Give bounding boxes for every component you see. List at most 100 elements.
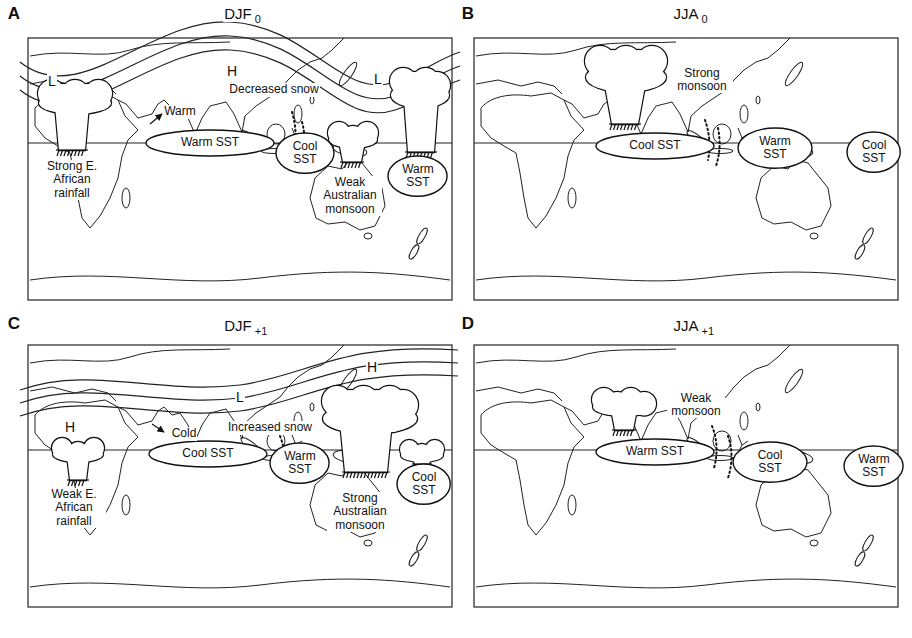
oval-outline (146, 130, 274, 156)
cloud (328, 122, 378, 162)
cloud (328, 122, 378, 162)
rain-hatch (68, 480, 70, 486)
season-title: JJA (672, 6, 699, 23)
cloud (611, 409, 637, 430)
jet-stream (20, 22, 460, 416)
rain-hatch (345, 162, 347, 168)
cloud (38, 80, 112, 150)
rain-hatch (350, 472, 352, 478)
sst-label: Warm SST (756, 135, 794, 161)
cloud (592, 388, 656, 436)
rain-hatch (57, 150, 59, 156)
season-subscript: 0 (701, 13, 709, 25)
cloud (67, 456, 89, 480)
cloud (585, 46, 667, 124)
temperature-arrow (152, 424, 164, 432)
sst-oval: Cool SST (148, 440, 268, 468)
rain-hatch (56, 150, 88, 156)
rain-hatch (364, 472, 366, 478)
sst-label: Warm SST (626, 445, 684, 458)
cloud (400, 440, 444, 464)
rain-hatch (343, 472, 345, 478)
pressure-center: H (64, 420, 76, 435)
rain-hatch (71, 150, 73, 156)
convection-cloud (38, 46, 667, 486)
panel-frame (28, 38, 452, 300)
sst-oval: Warm SST (387, 155, 448, 197)
pressure-center: L (373, 72, 383, 87)
sst-oval: Cool SST (396, 463, 451, 505)
rain-hatch (64, 150, 66, 156)
sst-label: Warm SST (855, 453, 893, 479)
panel-frame (474, 38, 898, 300)
cloud (585, 46, 667, 124)
oval-outline (738, 128, 812, 168)
rain-hatch (624, 430, 626, 436)
oval-outline (149, 441, 267, 467)
sst-label: Cool SST (751, 449, 789, 475)
rain-hatch (624, 124, 626, 130)
rain-hatch (612, 430, 636, 436)
coastline (476, 38, 896, 281)
monsoon-note: Strong Australian monsoon (327, 492, 393, 532)
dotted-convergence (716, 128, 720, 166)
cloud (592, 388, 656, 430)
coastline (30, 345, 450, 588)
rain-hatch (361, 472, 363, 478)
rain-hatch (82, 150, 84, 156)
rainfall-note: Strong E. African rainfall (40, 160, 104, 200)
sst-label: Cool SST (182, 447, 233, 460)
cloud (400, 440, 444, 464)
rain-hatch (82, 480, 84, 486)
jet-stream (20, 349, 458, 390)
rain-hatch (631, 430, 633, 436)
rainfall-note: Weak E. African rainfall (42, 488, 106, 528)
cloud (322, 386, 418, 478)
cloud (52, 438, 104, 480)
rain-hatch (352, 162, 354, 168)
panel-frame (28, 345, 452, 607)
cloud (52, 438, 104, 486)
pressure-center: L (235, 390, 245, 405)
sst-label: Cool SST (857, 139, 891, 165)
sst-label: Cool SST (288, 140, 322, 166)
equator-line (28, 143, 898, 450)
panel-letter: B (461, 5, 475, 24)
cloud (390, 68, 450, 152)
cloud (611, 409, 637, 430)
oval-outline (388, 156, 447, 196)
cloud (412, 457, 432, 465)
cloud (604, 81, 646, 125)
rain-hatch (72, 480, 74, 486)
oval-outline (397, 464, 450, 504)
oval-outline (844, 446, 903, 486)
dotted-convergence (712, 426, 717, 468)
rain-hatch (368, 472, 370, 478)
panel-frame (28, 38, 898, 607)
rain-hatch (617, 430, 619, 436)
sst-oval: Warm SST (269, 442, 330, 484)
rain-hatch (78, 150, 80, 156)
dotted-convergence (280, 112, 732, 478)
temperature-arrow (150, 114, 164, 432)
season-title: DJF (223, 6, 253, 23)
rain-hatch (348, 162, 350, 168)
cloud (328, 122, 378, 168)
cloud (340, 422, 392, 472)
oval-outline (270, 443, 329, 483)
rain-hatch (614, 124, 616, 130)
cloud (390, 68, 450, 158)
cloud (55, 106, 89, 151)
sst-label: Warm SST (181, 136, 239, 149)
rain-hatch (382, 472, 384, 478)
sst-oval: Warm SST (145, 129, 275, 157)
sst-oval: Cool SST (275, 132, 335, 174)
season-title: JJA (672, 318, 699, 335)
temperature-note: Warm (163, 105, 197, 118)
monsoon-note: Strong monsoon (671, 67, 733, 93)
rain-hatch (621, 124, 623, 130)
season-title: DJF (223, 318, 253, 335)
coastline (30, 38, 450, 281)
sst-oval: Cool SST (846, 131, 901, 173)
